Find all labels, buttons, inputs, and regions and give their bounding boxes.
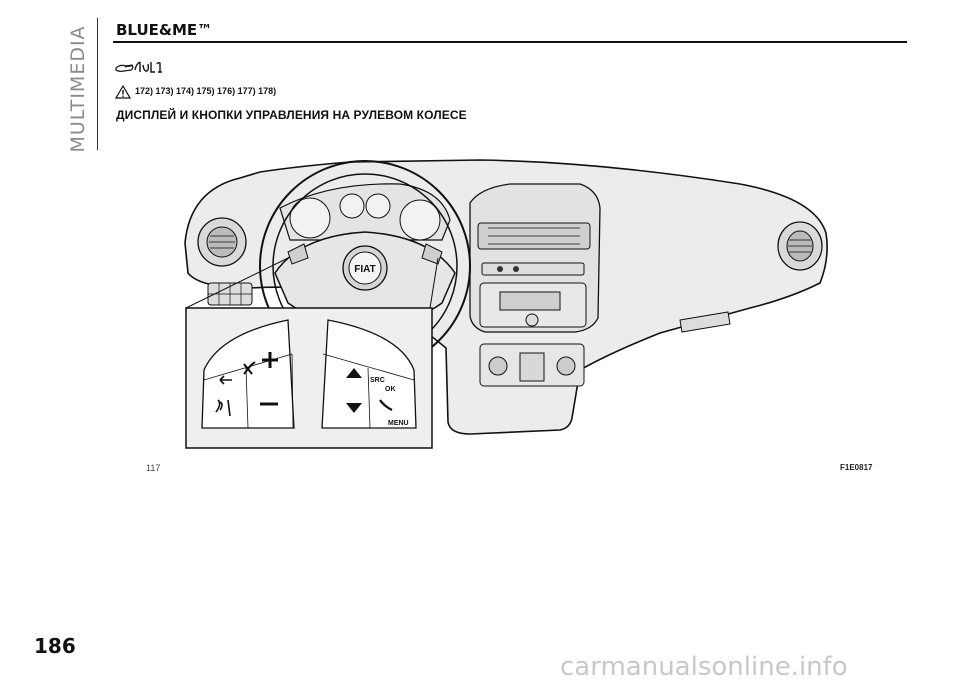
warning-triangle-icon <box>115 85 131 99</box>
figure-number: 117 <box>146 463 161 473</box>
warning-references: 172) 173) 174) 175) 176) 177) 178) <box>135 86 277 96</box>
src-label: SRC <box>370 377 385 384</box>
dashboard-figure: FIAT SRC OK MENU <box>184 159 828 449</box>
fiat-badge: FIAT <box>354 264 375 275</box>
figure-code: F1E0817 <box>840 463 873 472</box>
section-side-label: MULTIMEDIA <box>58 25 98 153</box>
page-title: BLUE&ME™ <box>116 21 213 39</box>
left-air-vent <box>197 217 247 267</box>
ok-label: OK <box>385 386 396 393</box>
hand-pointer-icon <box>115 61 162 73</box>
section-side-label-text: MULTIMEDIA <box>67 25 89 153</box>
title-underline <box>113 41 907 43</box>
page-number: 186 <box>34 634 76 658</box>
menu-label: MENU <box>388 420 409 427</box>
side-divider <box>97 18 98 150</box>
watermark: carmanualsonline.info <box>560 652 848 682</box>
section-heading: ДИСПЛЕЙ И КНОПКИ УПРАВЛЕНИЯ НА РУЛЕВОМ К… <box>116 108 467 122</box>
steering-controls-zoom: SRC OK MENU <box>185 307 433 449</box>
right-air-vent <box>777 221 823 271</box>
steering-wheel: FIAT <box>259 160 471 372</box>
